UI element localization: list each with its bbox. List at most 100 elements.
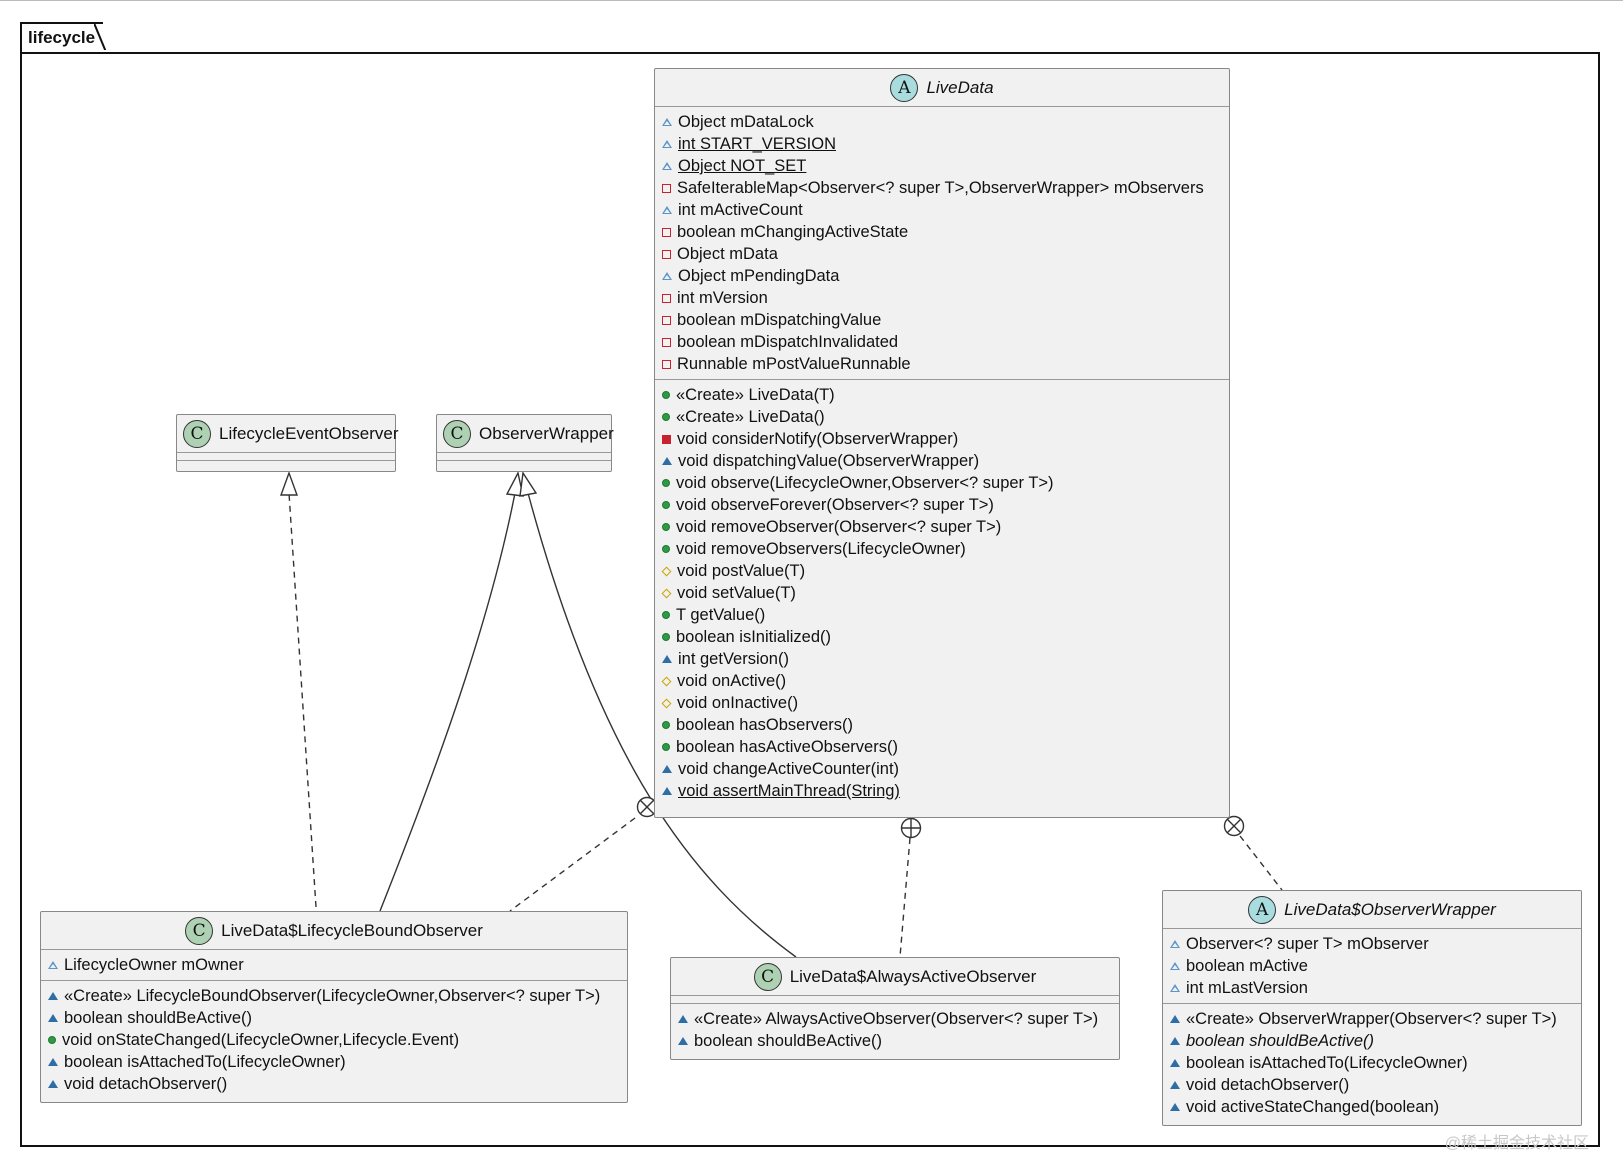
private-field-icon — [662, 315, 671, 325]
method-text: void assertMainThread(String) — [678, 782, 900, 800]
private-field-icon — [662, 359, 671, 369]
field-row: int mVersion — [661, 287, 1229, 309]
class-header: A LiveData$ObserverWrapper — [1163, 891, 1581, 929]
private-field-icon — [662, 227, 671, 237]
method-row: T getValue() — [661, 604, 1229, 626]
package-method-icon — [662, 655, 672, 663]
private-method-icon — [662, 434, 671, 444]
edge-extends-observer-wrapper-always — [527, 492, 797, 958]
methods-section: «Create» LiveData(T)«Create» LiveData()v… — [655, 380, 1229, 806]
abstract-class-icon: A — [890, 73, 919, 102]
abstract-class-icon: A — [1248, 895, 1277, 924]
method-text: void dispatchingValue(ObserverWrapper) — [678, 452, 980, 470]
field-row: boolean mDispatchingValue — [661, 309, 1229, 331]
class-lifecycle-bound-observer[interactable]: C LiveData$LifecycleBoundObserver Lifecy… — [40, 911, 628, 1103]
field-text: Object NOT_SET — [678, 157, 807, 175]
field-row: Object NOT_SET — [661, 155, 1229, 177]
method-text: «Create» LifecycleBoundObserver(Lifecycl… — [64, 987, 601, 1005]
methods-section: «Create» ObserverWrapper(Observer<? supe… — [1163, 1004, 1581, 1122]
class-always-active-observer[interactable]: C LiveData$AlwaysActiveObserver «Create»… — [670, 957, 1120, 1060]
package-frame — [20, 52, 1600, 1147]
protected-icon — [661, 566, 672, 576]
field-row: int mLastVersion — [1169, 977, 1581, 999]
package-tab-corner — [94, 22, 107, 50]
method-row: void setValue(T) — [661, 582, 1229, 604]
fields-section: Observer<? super T> mObserver boolean mAc… — [1163, 929, 1581, 1004]
public-icon — [662, 479, 670, 487]
class-livedata-observer-wrapper[interactable]: A LiveData$ObserverWrapper Observer<? su… — [1162, 890, 1582, 1126]
edge-arrowhead-hollow — [505, 470, 524, 497]
method-text: void changeActiveCounter(int) — [678, 760, 900, 778]
fields-section: LifecycleOwner mOwner — [41, 950, 627, 981]
class-icon: C — [443, 419, 471, 448]
field-text: boolean mDispatchingValue — [677, 311, 882, 329]
package-method-icon — [48, 1014, 58, 1022]
public-icon — [662, 523, 670, 531]
method-text: «Create» AlwaysActiveObserver(Observer<?… — [694, 1010, 1099, 1028]
public-icon — [662, 611, 670, 619]
class-name: LiveData$ObserverWrapper — [1284, 899, 1496, 919]
public-icon — [662, 721, 670, 729]
public-icon — [662, 391, 670, 399]
methods-section: «Create» AlwaysActiveObserver(Observer<?… — [671, 1004, 1119, 1056]
method-text: boolean isAttachedTo(LifecycleOwner) — [1186, 1054, 1468, 1072]
method-row: «Create» LifecycleBoundObserver(Lifecycl… — [47, 985, 627, 1007]
public-icon — [662, 545, 670, 553]
method-text: void onInactive() — [677, 694, 799, 712]
field-row: Object mPendingData — [661, 265, 1229, 287]
method-row: boolean shouldBeActive() — [677, 1030, 1119, 1052]
private-field-icon — [662, 249, 671, 259]
field-text: Object mData — [677, 245, 778, 263]
class-header: C LiveData$AlwaysActiveObserver — [671, 958, 1119, 996]
class-header: C LiveData$LifecycleBoundObserver — [41, 912, 627, 950]
package-method-icon — [662, 765, 672, 773]
package-field-icon — [1170, 940, 1180, 948]
package-method-icon — [662, 787, 672, 795]
field-text: Observer<? super T> mObserver — [1186, 935, 1429, 953]
public-icon — [662, 501, 670, 509]
edge-arrowhead-hollow — [280, 470, 298, 496]
method-row: void detachObserver() — [1169, 1074, 1581, 1096]
method-text: T getValue() — [676, 606, 766, 624]
fields-section — [671, 996, 1119, 1004]
protected-icon — [661, 698, 672, 708]
class-header: C ObserverWrapper — [437, 415, 614, 453]
package-field-icon — [662, 272, 672, 280]
field-row: LifecycleOwner mOwner — [47, 954, 627, 976]
package-field-icon — [1170, 962, 1180, 970]
field-text: LifecycleOwner mOwner — [64, 956, 244, 974]
nested-circle-icon — [1223, 815, 1245, 837]
methods-section — [177, 461, 395, 468]
method-text: «Create» LiveData(T) — [676, 386, 835, 404]
field-text: boolean mDispatchInvalidated — [677, 333, 899, 351]
method-text: void postValue(T) — [677, 562, 806, 580]
package-method-icon — [1170, 1103, 1180, 1111]
method-row: void removeObservers(LifecycleOwner) — [661, 538, 1229, 560]
method-row: void postValue(T) — [661, 560, 1229, 582]
package-tab: lifecycle — [20, 22, 104, 52]
method-text: «Create» ObserverWrapper(Observer<? supe… — [1186, 1010, 1557, 1028]
package-field-icon — [662, 206, 672, 214]
method-text: boolean isAttachedTo(LifecycleOwner) — [64, 1053, 346, 1071]
field-row: Observer<? super T> mObserver — [1169, 933, 1581, 955]
field-row: boolean mChangingActiveState — [661, 221, 1229, 243]
public-icon — [48, 1036, 56, 1044]
edge-nested-always-active — [899, 837, 911, 958]
public-icon — [662, 413, 670, 421]
field-text: boolean mActive — [1186, 957, 1308, 975]
field-row: boolean mDispatchInvalidated — [661, 331, 1229, 353]
field-row: boolean mActive — [1169, 955, 1581, 977]
field-row: Runnable mPostValueRunnable — [661, 353, 1229, 375]
edge-nested-lifecycle-bound — [509, 817, 636, 912]
class-observer-wrapper[interactable]: C ObserverWrapper — [436, 414, 614, 472]
field-text: boolean mChangingActiveState — [677, 223, 909, 241]
nested-circle-icon — [900, 817, 922, 839]
class-lifecycle-event-observer[interactable]: C LifecycleEventObserver — [176, 414, 399, 472]
field-row: Object mData — [661, 243, 1229, 265]
method-text: boolean hasActiveObservers() — [676, 738, 898, 756]
package-method-icon — [678, 1015, 688, 1023]
public-icon — [662, 743, 670, 751]
method-text: boolean hasObservers() — [676, 716, 854, 734]
